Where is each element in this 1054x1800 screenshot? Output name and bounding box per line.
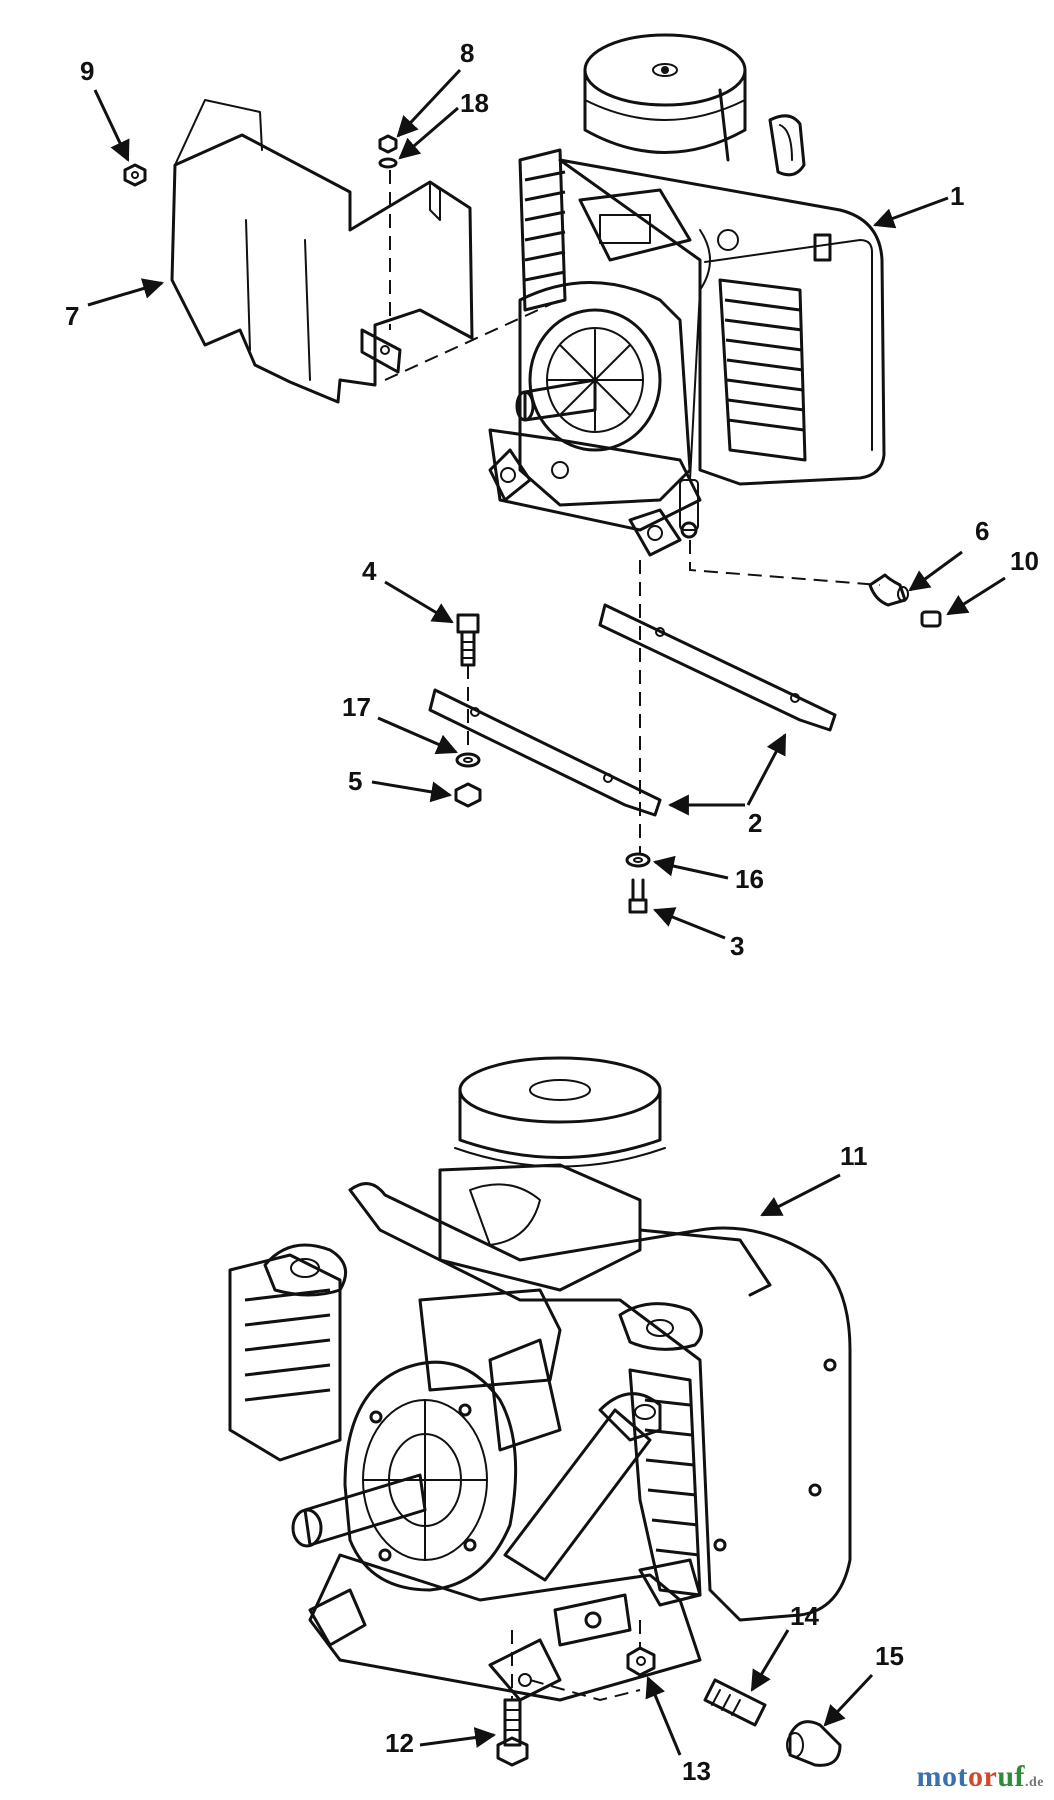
- callout-6: 6: [975, 516, 989, 546]
- leader-11: [760, 1173, 841, 1217]
- elbow-part-6: [868, 573, 909, 607]
- cylinder-fins-right: [718, 278, 807, 462]
- fitting-part-14: [703, 1678, 767, 1727]
- leader-14: [750, 1629, 790, 1692]
- leader-5: [371, 780, 453, 803]
- washer-part-17: [455, 752, 481, 768]
- callout-8: 8: [460, 38, 474, 68]
- lower-engine-base: [308, 1553, 702, 1702]
- cap-part-15: [786, 1720, 842, 1767]
- lower-engine-assembly: [228, 1056, 852, 1702]
- crankshaft: [515, 378, 597, 422]
- bolt-part-12: [496, 1698, 529, 1767]
- callout-14: 14: [790, 1601, 819, 1631]
- lower-exhaust-pipe: [503, 1392, 662, 1582]
- cylinder-fins-left: [518, 148, 567, 312]
- mounting-rail-front: [428, 688, 662, 817]
- mounting-rail-back: [598, 603, 837, 732]
- lower-flywheel-plate: [343, 1360, 518, 1592]
- engine-base: [488, 428, 702, 557]
- callout-7: 7: [65, 301, 79, 331]
- leader-arrows: [87, 68, 1006, 1756]
- crankcase: [518, 281, 692, 507]
- carburetor-area: [578, 88, 832, 481]
- leader-3: [653, 907, 726, 940]
- leader-6: [908, 550, 963, 592]
- callout-12: 12: [385, 1728, 414, 1758]
- alignment-lines-upper: [384, 170, 881, 855]
- air-cleaner: [583, 33, 747, 154]
- callout-9: 9: [80, 56, 94, 86]
- callout-1: 1: [950, 181, 964, 211]
- washer-part-18: [378, 157, 398, 169]
- leader-4: [384, 580, 454, 624]
- leader-13: [645, 1676, 682, 1756]
- nut-part-8: [378, 134, 398, 154]
- leader-10: [946, 576, 1006, 616]
- leader-16: [652, 855, 729, 880]
- callout-labels: 1 2 3 4 5 6 7 8 9 10 11 12 13 14 15 16 1…: [65, 38, 1039, 1786]
- lower-blower-housing: [348, 1182, 852, 1622]
- lower-air-cleaner: [454, 1056, 666, 1168]
- lower-fins-left: [228, 1253, 342, 1462]
- callout-18: 18: [460, 88, 489, 118]
- leader-15: [823, 1673, 874, 1727]
- watermark-part-3: uf: [997, 1760, 1025, 1793]
- leader-18: [398, 106, 459, 160]
- leader-8: [396, 68, 462, 138]
- watermark-part-2: or: [967, 1760, 998, 1793]
- engine-shield: [170, 99, 474, 404]
- alignment-lines-lower: [511, 1620, 641, 1702]
- leader-7: [87, 278, 165, 307]
- callout-2: 2: [748, 808, 762, 838]
- callout-5: 5: [348, 766, 362, 796]
- leader-17: [377, 716, 458, 755]
- callout-15: 15: [875, 1641, 904, 1671]
- callout-11: 11: [840, 1141, 868, 1171]
- callout-16: 16: [735, 864, 764, 894]
- watermark-suffix: .de: [1025, 1775, 1044, 1790]
- leader-1: [873, 196, 949, 229]
- callout-3: 3: [730, 931, 744, 961]
- watermark-logo: motoruf.de: [917, 1760, 1045, 1794]
- callout-17: 17: [342, 692, 371, 722]
- watermark-part-1: mot: [916, 1760, 968, 1793]
- callout-13: 13: [682, 1756, 711, 1786]
- lower-crankcase: [418, 1163, 642, 1452]
- nut-part-5: [454, 782, 482, 808]
- leader-2b: [746, 733, 787, 806]
- exhaust-flanges: [263, 1243, 703, 1351]
- bolt-part-4: [456, 613, 480, 667]
- nut-part-13: [626, 1646, 656, 1677]
- leader-12: [419, 1727, 497, 1748]
- lower-crankshaft: [291, 1473, 427, 1548]
- nut-part-9: [123, 163, 147, 187]
- bolt-part-3: [628, 878, 648, 914]
- callout-10: 10: [1010, 546, 1039, 576]
- callout-4: 4: [362, 556, 377, 586]
- leader-9: [93, 89, 130, 162]
- upper-engine-assembly: [488, 33, 886, 557]
- plug-part-10: [920, 610, 942, 628]
- engine-blower-housing: [558, 114, 886, 486]
- washer-part-16: [625, 852, 651, 868]
